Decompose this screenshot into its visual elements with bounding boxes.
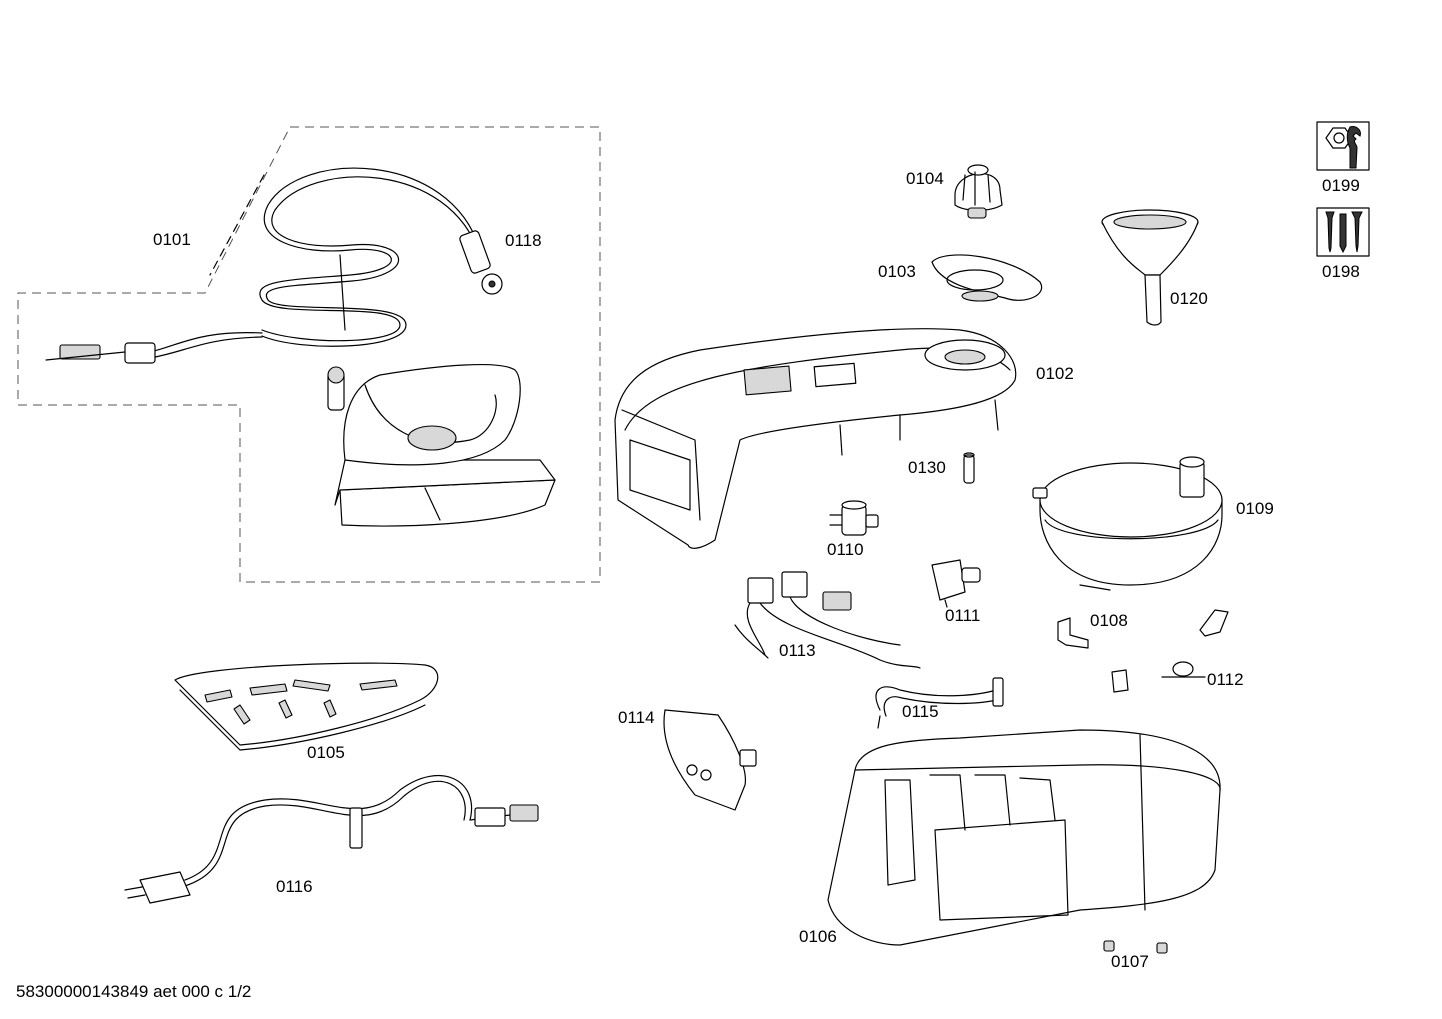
label-0104: 0104	[906, 169, 944, 188]
leader-line	[209, 174, 265, 276]
pump	[931, 559, 981, 608]
label-0198: 0198	[1322, 262, 1360, 281]
power-cord	[124, 774, 539, 904]
boiler	[1032, 456, 1223, 591]
label-0116: 0116	[276, 877, 313, 896]
filling-funnel	[1101, 209, 1199, 326]
screws-icon	[1316, 207, 1370, 257]
label-0114: 0114	[618, 708, 655, 727]
top-housing	[614, 328, 1017, 549]
label-0111: 0111	[945, 606, 981, 625]
label-0103: 0103	[878, 262, 916, 281]
thermostat	[829, 500, 879, 536]
front-panel	[663, 709, 757, 811]
pin	[963, 452, 975, 484]
dial-plate	[931, 254, 1043, 302]
label-0107: 0107	[1111, 952, 1149, 971]
base-housing	[827, 729, 1221, 946]
iron-rest-plate	[174, 662, 439, 751]
label-0105: 0105	[307, 743, 345, 762]
nut-and-wrench-icon	[1316, 121, 1370, 171]
document-reference: 58300000143849 aet 000 c 1/2	[16, 982, 252, 1001]
feet	[1103, 940, 1168, 954]
label-0101: 0101	[153, 230, 191, 249]
wiring-harness	[734, 571, 921, 669]
label-0115: 0115	[902, 702, 939, 721]
connecting-tube	[875, 677, 1004, 729]
bracket	[1057, 609, 1229, 693]
label-0130: 0130	[908, 458, 946, 477]
control-knob	[954, 164, 1003, 219]
group-boundary	[17, 126, 601, 583]
label-0118: 0118	[505, 231, 542, 250]
label-0199: 0199	[1322, 176, 1360, 195]
label-0113: 0113	[779, 641, 816, 660]
label-0110: 0110	[827, 540, 864, 559]
steam-iron	[327, 363, 556, 527]
label-0109: 0109	[1236, 499, 1274, 518]
steam-hose	[45, 167, 503, 364]
label-0106: 0106	[799, 927, 837, 946]
label-0102: 0102	[1036, 364, 1074, 383]
label-0108: 0108	[1090, 611, 1128, 630]
label-0112: 0112	[1207, 670, 1244, 689]
label-0120: 0120	[1170, 289, 1208, 308]
sensor	[1161, 661, 1206, 678]
